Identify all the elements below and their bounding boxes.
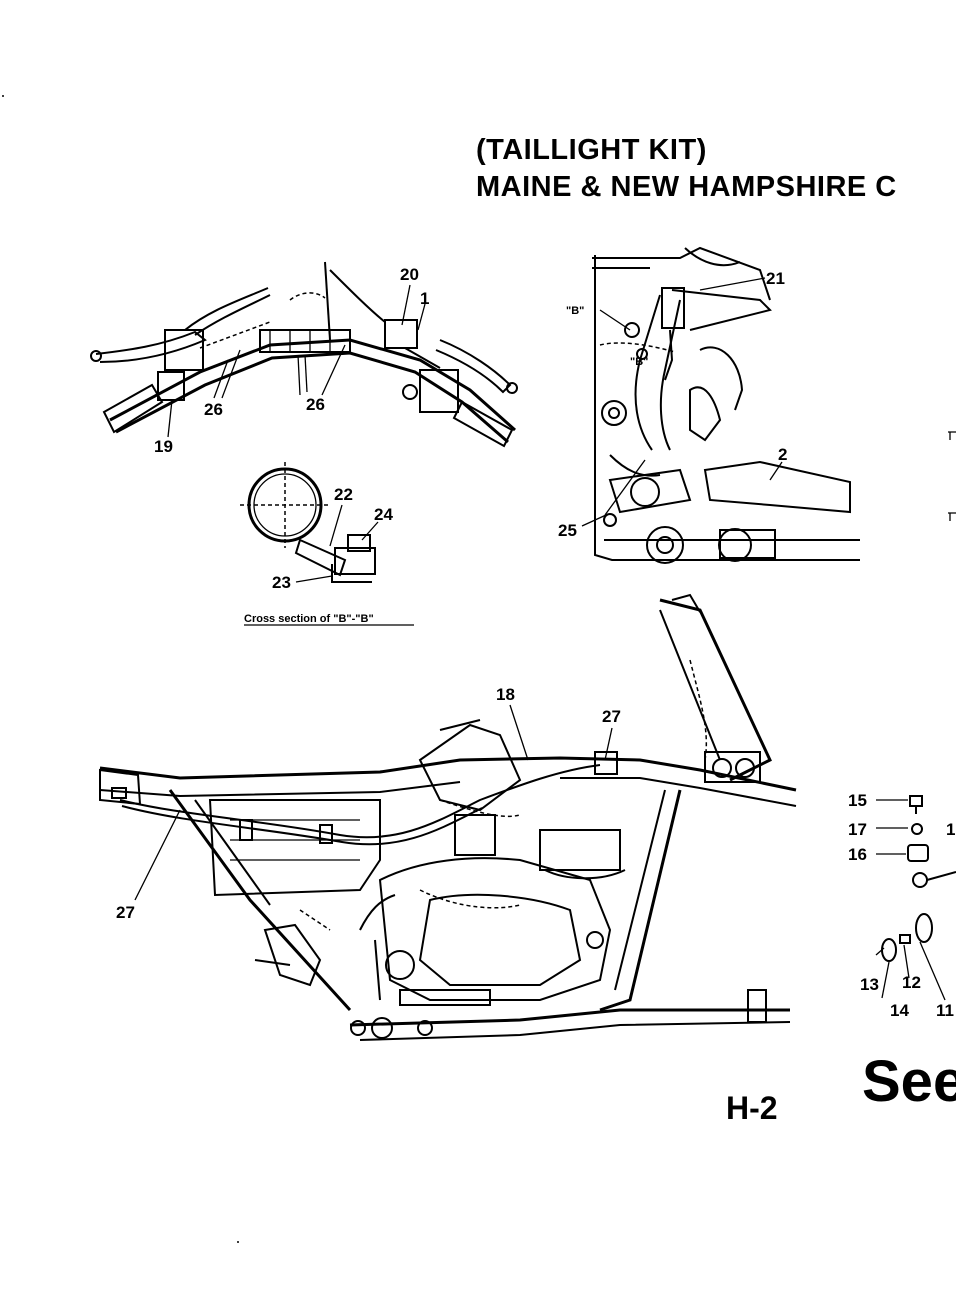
diagram-title-kit: (TAILLIGHT KIT)	[476, 134, 707, 166]
cross-section-caption: Cross section of "B"-"B"	[244, 613, 374, 625]
callout-16: 16	[848, 845, 867, 864]
callout-22: 22	[334, 485, 353, 504]
section-marker-b-upper: "B"	[566, 305, 584, 317]
diagram-title-region: MAINE & NEW HAMPSHIRE C	[476, 171, 897, 203]
speck	[237, 1241, 239, 1243]
callout-25: 25	[558, 521, 577, 540]
callout-19: 19	[154, 437, 173, 456]
section-marker-b-lower: "B"	[630, 356, 648, 368]
speck	[2, 95, 4, 97]
handlebar-assembly	[90, 261, 518, 448]
callout-18: 18	[496, 685, 515, 704]
callout-26-left: 26	[204, 400, 223, 419]
callout-11: 11	[936, 1001, 954, 1020]
cross-section-bb	[240, 462, 379, 583]
frame-engine-assembly	[99, 593, 797, 1041]
callout-26-center: 26	[306, 395, 325, 414]
callout-23: 23	[272, 573, 291, 592]
callout-24: 24	[374, 505, 393, 524]
callout-15: 15	[848, 791, 867, 810]
callout-12: 12	[902, 973, 921, 992]
callout-20: 20	[400, 265, 419, 284]
callout-27-top: 27	[602, 707, 621, 726]
page-code: H-2	[726, 1090, 778, 1126]
callout-21: 21	[766, 269, 785, 288]
see-reference-text: See	[862, 1049, 956, 1114]
callout-14: 14	[890, 1001, 909, 1020]
callout-17: 17	[848, 820, 867, 839]
callout-2: 2	[778, 445, 787, 464]
edge-mark-2	[948, 512, 956, 521]
callout-1: 1	[420, 289, 429, 308]
small-parts-group	[875, 795, 956, 1001]
callout-27-left: 27	[116, 903, 135, 922]
callout-13: 13	[860, 975, 879, 994]
callout-1-cut: 1	[946, 820, 955, 839]
edge-mark-1	[948, 431, 956, 440]
frame-detail-upper-right	[581, 246, 860, 564]
